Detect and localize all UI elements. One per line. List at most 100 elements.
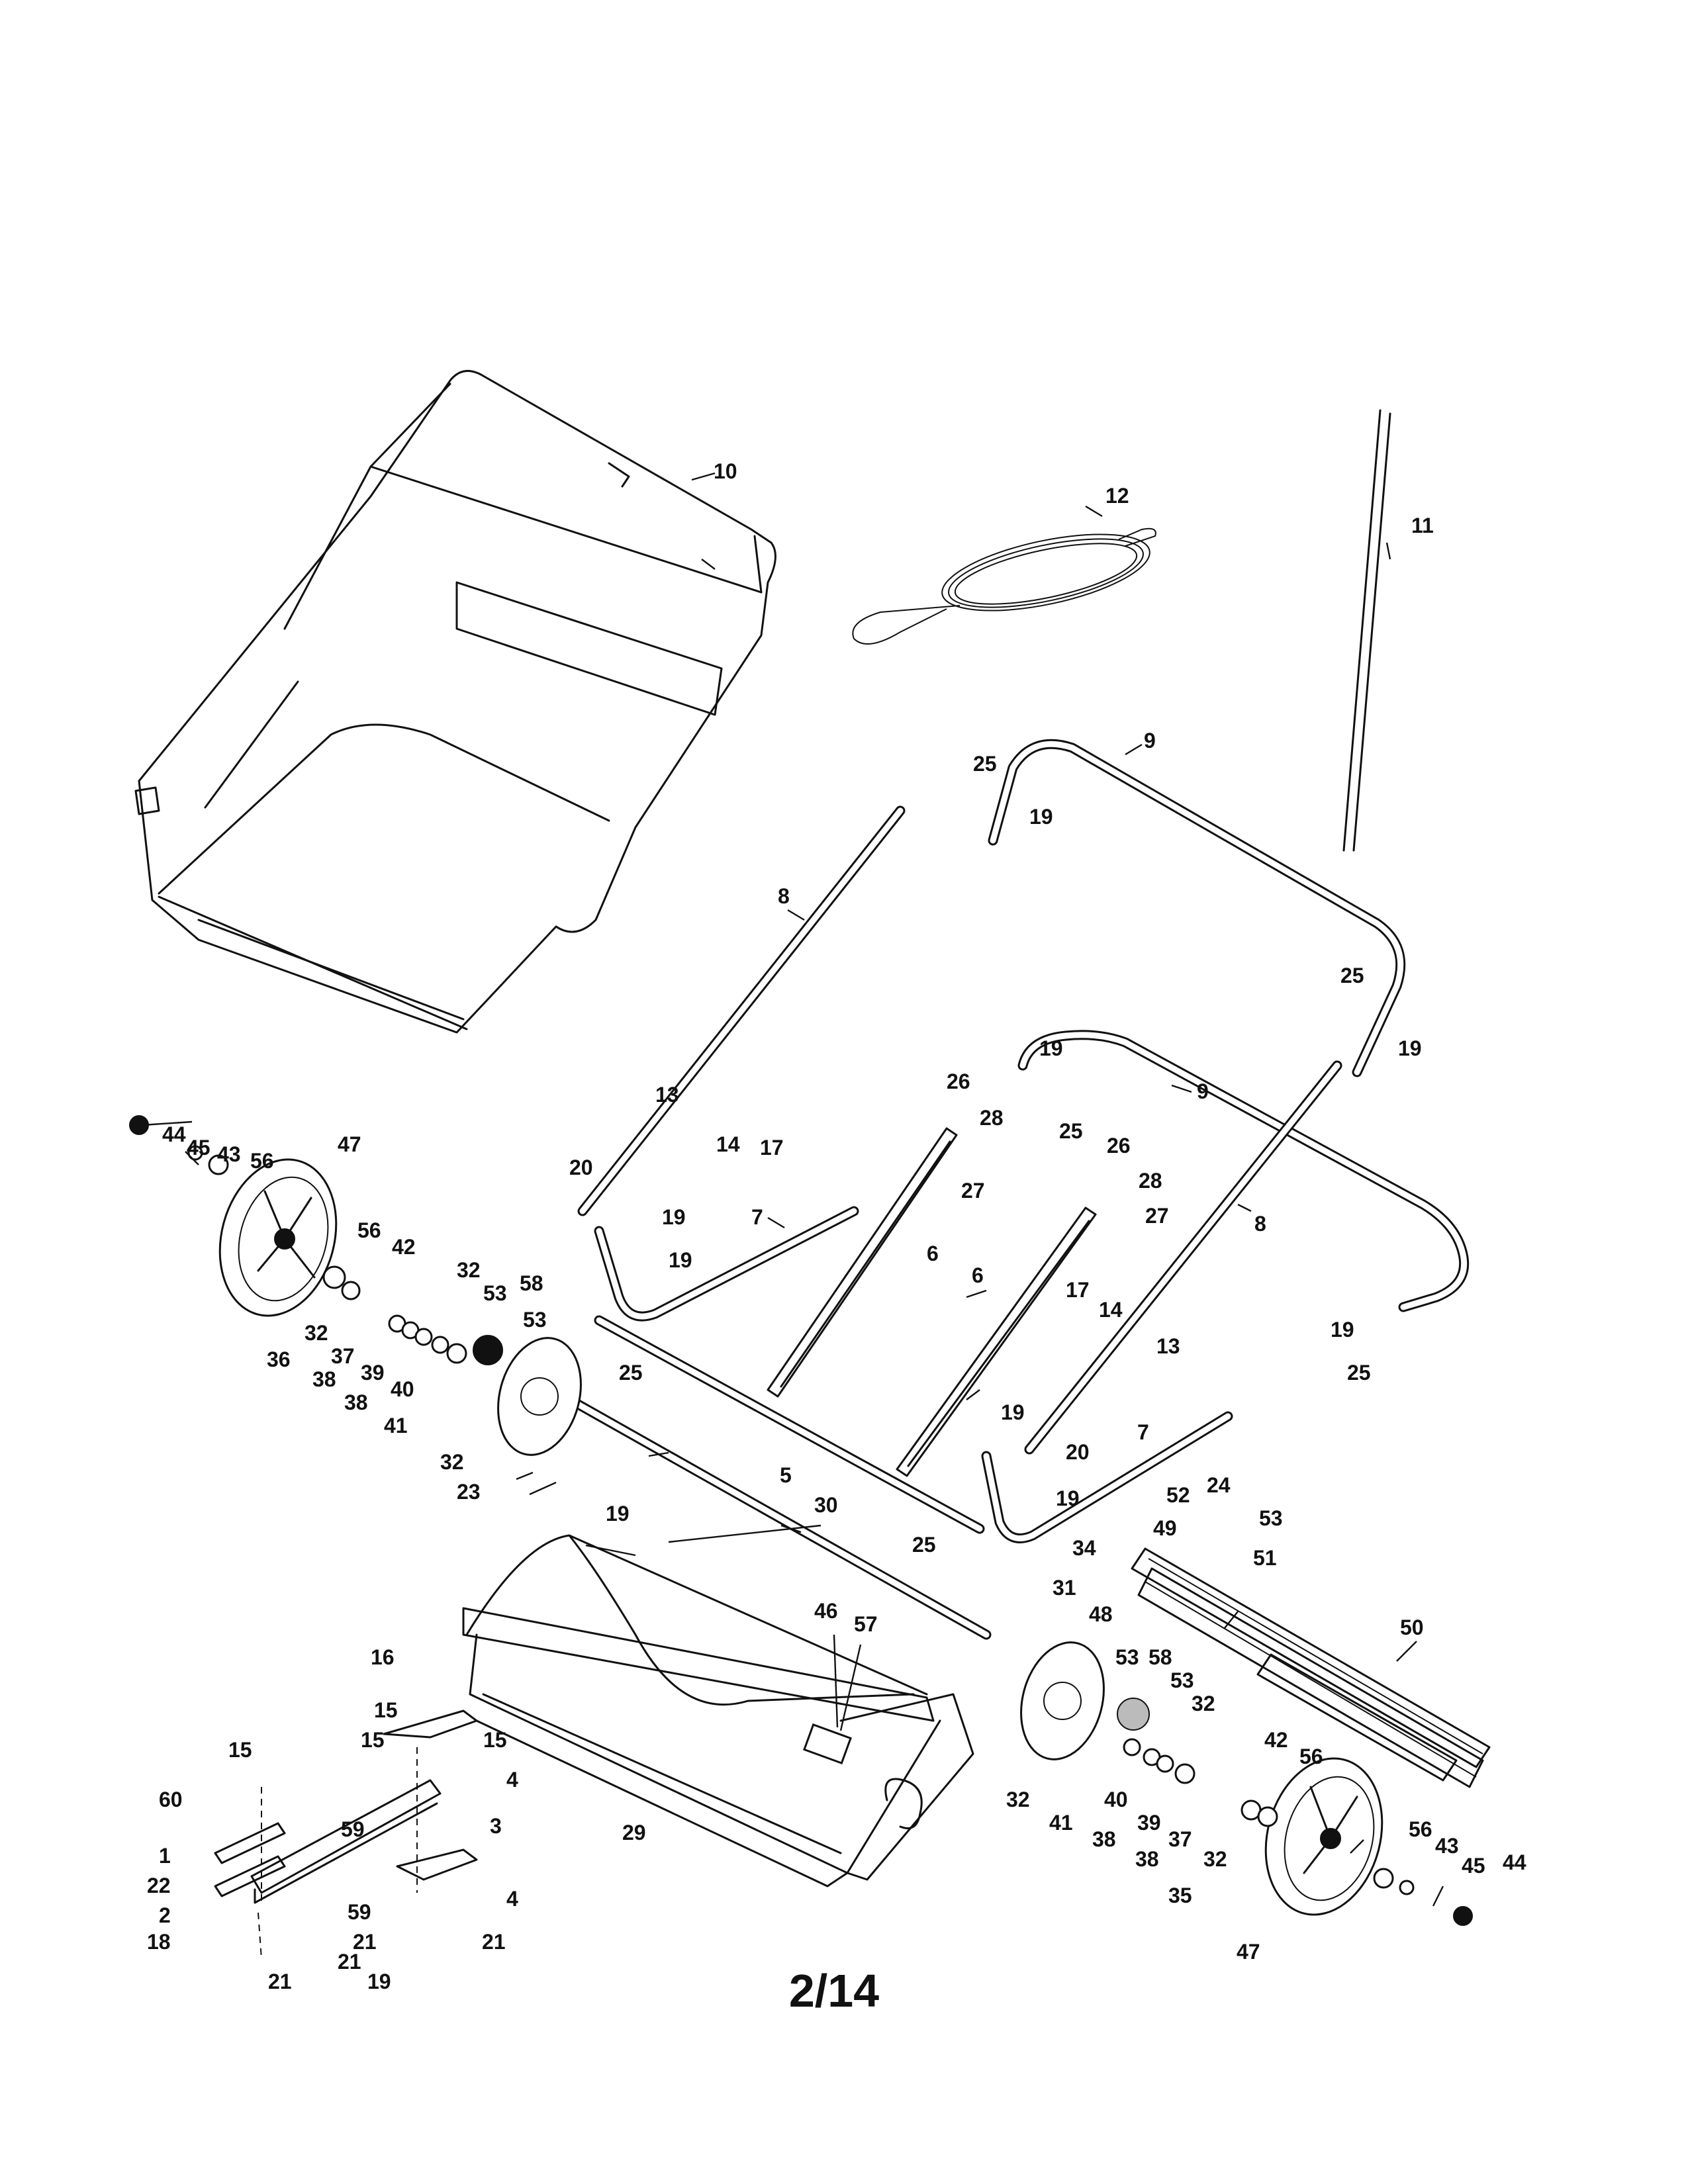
callout-8a: 8 — [778, 884, 790, 908]
callout-58a: 58 — [520, 1271, 543, 1295]
callout-4b: 4 — [506, 1887, 518, 1911]
callout-14a: 14 — [716, 1132, 740, 1156]
callout-12: 12 — [1105, 484, 1129, 508]
callout-19e: 19 — [669, 1248, 692, 1272]
callout-42b: 42 — [1264, 1728, 1288, 1752]
callout-21a: 21 — [353, 1930, 377, 1954]
callout-23: 23 — [457, 1480, 481, 1504]
page-number: 2/14 — [788, 1965, 880, 2017]
callout-5: 5 — [780, 1463, 792, 1487]
callout-3: 3 — [490, 1814, 502, 1838]
callout-20a: 20 — [569, 1156, 593, 1179]
callout-43b: 43 — [1435, 1834, 1459, 1858]
callout-19j: 19 — [367, 1970, 391, 1993]
callout-41a: 41 — [384, 1414, 408, 1437]
callout-29: 29 — [622, 1821, 646, 1844]
callout-25c: 25 — [1059, 1119, 1083, 1143]
callout-55a: 53 — [483, 1281, 507, 1305]
callout-19g: 19 — [1001, 1400, 1025, 1424]
callout-21d: 21 — [268, 1970, 292, 1993]
callout-55c: 53 — [1115, 1645, 1139, 1669]
callout-59a: 59 — [341, 1817, 365, 1841]
callout-47b: 47 — [1237, 1940, 1260, 1964]
callout-43a: 43 — [217, 1142, 241, 1166]
callout-45a: 45 — [187, 1136, 211, 1160]
callout-38a: 38 — [312, 1367, 336, 1391]
callout-60: 60 — [159, 1788, 183, 1811]
callout-26a: 26 — [947, 1069, 970, 1093]
callout-38b: 38 — [344, 1390, 368, 1414]
callout-57c: 56 — [1299, 1745, 1323, 1768]
callout-14b: 14 — [1099, 1298, 1123, 1322]
callout-2: 2 — [159, 1903, 171, 1927]
callout-56: 57 — [854, 1612, 878, 1636]
callout-24: 24 — [1207, 1473, 1231, 1497]
callout-53: 53 — [1259, 1506, 1283, 1530]
upper-handle — [988, 739, 1470, 1312]
callout-58b: 58 — [1149, 1645, 1172, 1669]
callout-11: 11 — [1411, 514, 1434, 537]
callout-15b: 15 — [361, 1728, 385, 1752]
callout-19a: 19 — [1029, 805, 1053, 829]
callout-19b: 19 — [1398, 1036, 1422, 1060]
right-wheel — [1264, 1757, 1383, 1916]
callout-36: 36 — [267, 1347, 291, 1371]
callout-38c: 38 — [1092, 1827, 1116, 1851]
callout-19c: 19 — [1039, 1036, 1063, 1060]
callout-32b: 32 — [1006, 1788, 1030, 1811]
callout-48: 48 — [1089, 1602, 1113, 1626]
callout-4a: 4 — [506, 1768, 518, 1792]
callout-19i: 19 — [606, 1502, 630, 1525]
callout-19h: 19 — [1056, 1486, 1080, 1510]
callout-1: 1 — [159, 1844, 171, 1868]
callout-25d: 25 — [1347, 1361, 1371, 1385]
callout-52: 52 — [1166, 1483, 1190, 1507]
callout-32a: 32 — [440, 1450, 464, 1474]
callout-16: 16 — [371, 1645, 395, 1669]
callout-13b: 13 — [1156, 1334, 1180, 1358]
callout-33b: 32 — [305, 1321, 328, 1345]
callout-21c: 21 — [338, 1950, 361, 1974]
hopper-bag — [134, 370, 776, 1034]
callout-37a: 37 — [331, 1344, 355, 1368]
callout-57a: 56 — [250, 1149, 274, 1173]
callout-57d: 56 — [1409, 1817, 1432, 1841]
callout-39a: 39 — [361, 1361, 385, 1385]
callout-50: 50 — [1400, 1615, 1424, 1639]
callout-10: 10 — [714, 459, 737, 483]
rods — [1342, 409, 1391, 852]
callout-51: 51 — [1253, 1546, 1277, 1570]
callout-33a: 32 — [457, 1258, 481, 1282]
callout-7a: 7 — [751, 1205, 763, 1229]
callout-57b: 56 — [357, 1218, 381, 1242]
gears-and-washers — [129, 1115, 1473, 1926]
callout-20b: 20 — [1066, 1440, 1090, 1464]
callout-25e: 25 — [619, 1361, 643, 1385]
callout-27a: 27 — [961, 1179, 985, 1203]
callout-31: 31 — [1053, 1576, 1076, 1600]
cable-coil — [852, 527, 1156, 645]
callout-26b: 26 — [1107, 1134, 1131, 1158]
lower-handles — [577, 805, 1342, 1455]
hub-plates — [497, 1337, 1105, 1760]
callout-18: 18 — [147, 1930, 171, 1954]
callout-17a: 17 — [760, 1136, 784, 1160]
callout-28a: 28 — [980, 1106, 1004, 1130]
callout-35: 35 — [1168, 1884, 1192, 1907]
callout-30: 30 — [814, 1493, 838, 1517]
callout-21b: 21 — [482, 1930, 506, 1954]
callout-38d: 38 — [1135, 1847, 1159, 1871]
callout-labels: 10 12 11 9 25 19 8 25 19 19 9 25 13 14 1… — [147, 459, 1526, 1993]
housing — [462, 1534, 974, 1888]
callout-40b: 40 — [1104, 1788, 1128, 1811]
braces — [594, 1127, 1233, 1543]
callout-37b: 37 — [1168, 1827, 1192, 1851]
callout-25f: 25 — [912, 1533, 936, 1557]
callout-45b: 45 — [1462, 1854, 1485, 1878]
callout-15a: 15 — [374, 1698, 398, 1722]
callout-7b: 7 — [1137, 1420, 1149, 1444]
callout-6b: 6 — [972, 1263, 984, 1287]
callout-33d: 32 — [1203, 1847, 1227, 1871]
callout-33c: 32 — [1192, 1692, 1215, 1715]
shaft — [571, 1398, 992, 1640]
